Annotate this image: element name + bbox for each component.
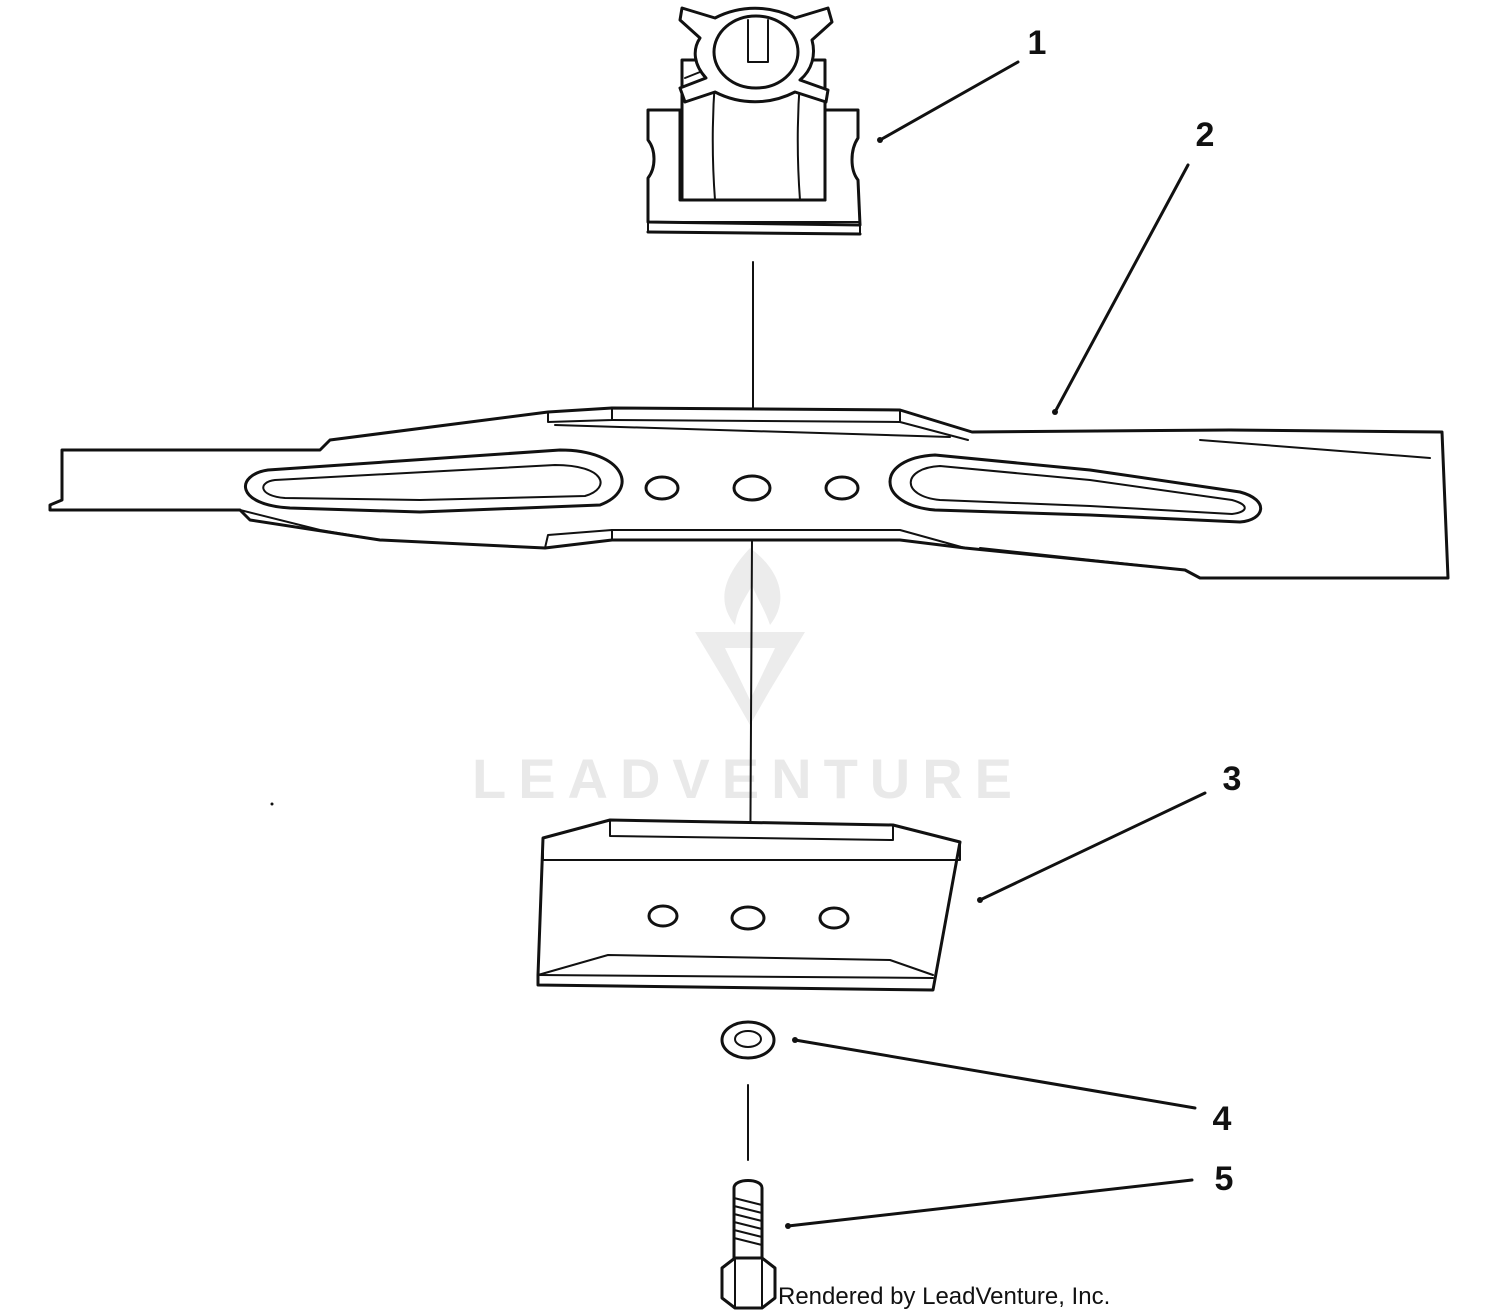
stray-mark xyxy=(270,802,274,806)
callout-numbers: 1 2 3 4 5 xyxy=(1028,24,1242,1198)
stiffener-plate xyxy=(536,818,962,992)
leader-lines xyxy=(785,60,1207,1229)
washer xyxy=(720,1020,776,1060)
callout-5: 5 xyxy=(1215,1160,1234,1198)
callout-4: 4 xyxy=(1213,1100,1232,1138)
bolt xyxy=(720,1179,777,1310)
leadventure-watermark: LEADVENTURE xyxy=(472,548,1024,810)
watermark-text: LEADVENTURE xyxy=(472,747,1024,810)
callout-3: 3 xyxy=(1223,760,1242,798)
callout-2: 2 xyxy=(1196,116,1215,154)
blade xyxy=(48,406,1450,580)
callout-1: 1 xyxy=(1028,24,1047,62)
blade-adapter xyxy=(646,6,862,236)
leadventure-logo xyxy=(695,548,805,725)
render-credit: Rendered by LeadVenture, Inc. xyxy=(778,1283,1110,1310)
